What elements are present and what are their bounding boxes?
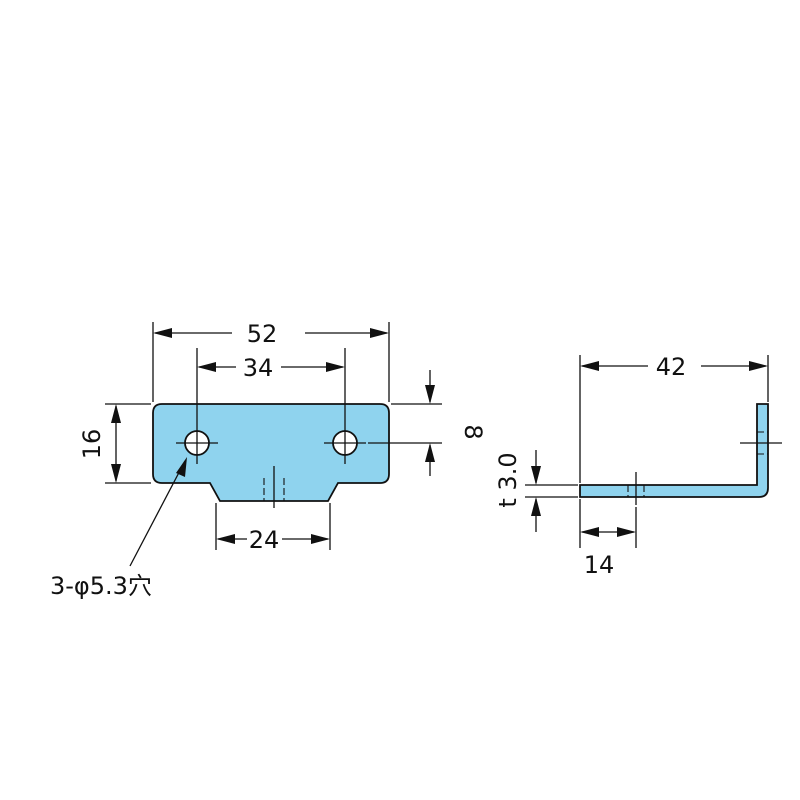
front-view: 52 34 16 8	[50, 320, 487, 600]
dimension-side-hole-offset: 14	[580, 527, 636, 579]
dimension-length: 42	[580, 353, 768, 381]
dimension-label-14: 14	[584, 551, 615, 579]
dimension-overall-width: 52	[153, 320, 389, 348]
hole-callout: 3-φ5.3穴	[50, 457, 187, 600]
dimension-tab-width: 24	[216, 526, 330, 554]
dimension-label-thickness: t 3.0	[494, 452, 522, 507]
dimension-label-34: 34	[243, 354, 274, 382]
bent-plate-profile	[579, 403, 769, 498]
plate-outline	[152, 403, 390, 502]
dimension-label-24: 24	[249, 526, 280, 554]
side-view: 42 t 3.0 14	[494, 353, 782, 579]
dimension-hole-pitch: 34	[197, 354, 345, 382]
dimension-label-16: 16	[78, 429, 106, 460]
dimension-thickness: t 3.0	[494, 450, 541, 532]
dimension-label-8: 8	[459, 424, 487, 439]
dimension-hole-offset: 8	[425, 370, 487, 476]
dimension-label-52: 52	[247, 320, 278, 348]
hole-note-label: 3-φ5.3穴	[50, 572, 152, 600]
dimension-label-42: 42	[656, 353, 687, 381]
dimension-height: 16	[78, 404, 121, 483]
